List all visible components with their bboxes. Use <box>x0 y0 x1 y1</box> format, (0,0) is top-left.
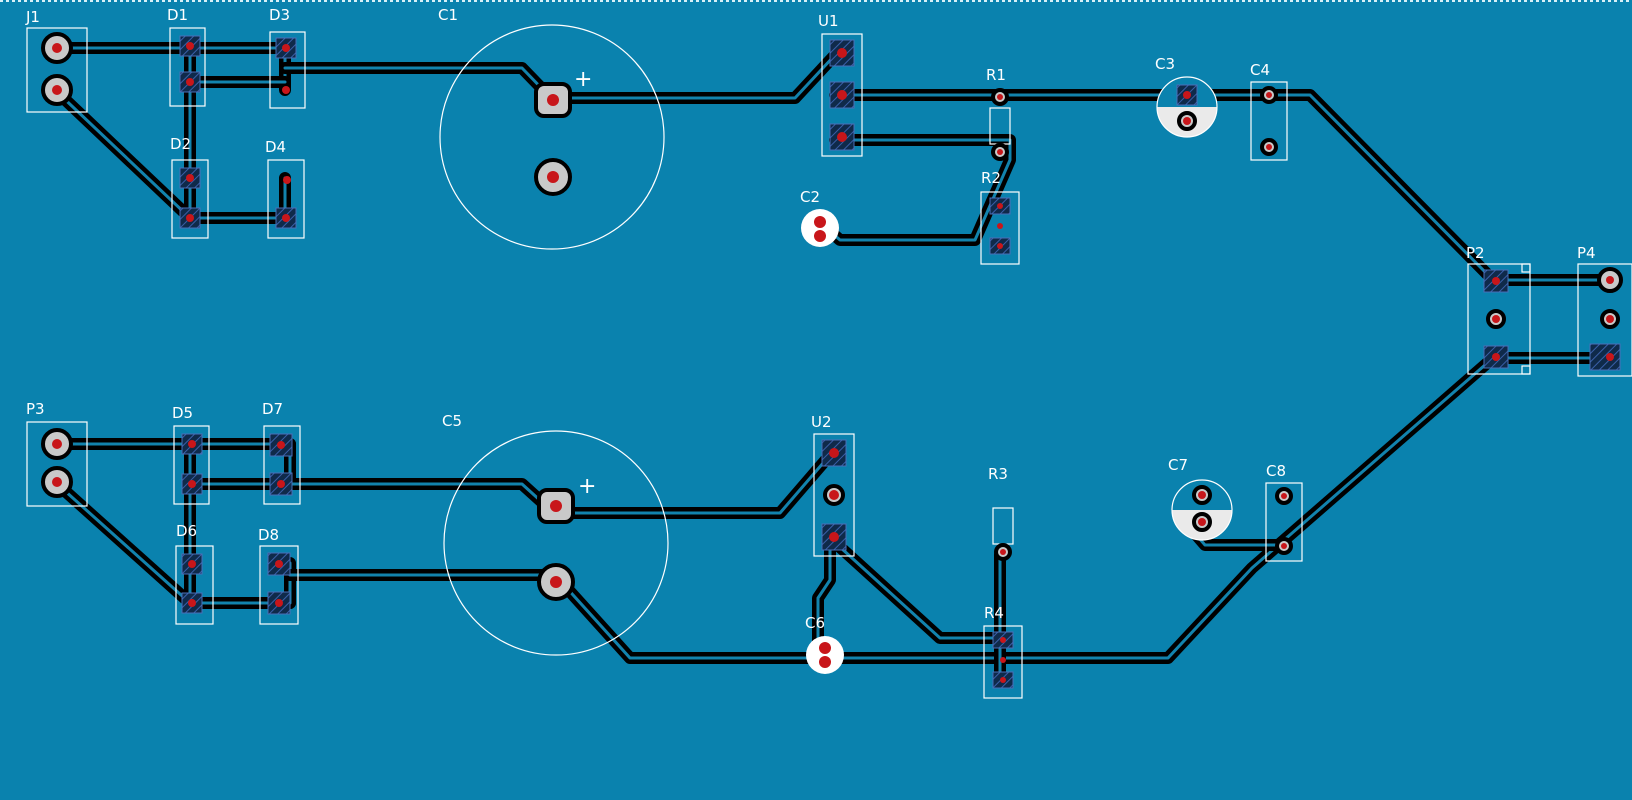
ref-label-c3: C3 <box>1155 55 1175 73</box>
component-j1[interactable]: J1 <box>25 8 88 113</box>
polarity-mark-c1: + <box>574 67 592 92</box>
polarity-mark-c5: + <box>578 474 596 499</box>
ref-label-d5: D5 <box>172 404 193 422</box>
ref-label-c1: C1 <box>438 6 458 24</box>
ref-label-u2: U2 <box>811 413 832 431</box>
component-c3[interactable]: C3 <box>1155 55 1218 138</box>
ref-label-c5: C5 <box>442 412 462 430</box>
ref-label-d3: D3 <box>269 6 290 24</box>
component-d2[interactable]: D2 <box>170 135 209 239</box>
component-r3[interactable]: R3 <box>988 465 1014 561</box>
ref-label-p3: P3 <box>26 400 45 418</box>
ref-label-d2: D2 <box>170 135 191 153</box>
component-u1[interactable]: U1 <box>818 12 863 157</box>
component-c5[interactable]: C5 + <box>442 412 669 656</box>
ref-label-c7: C7 <box>1168 456 1188 474</box>
component-d6[interactable]: D6 <box>175 522 214 625</box>
ref-label-p2: P2 <box>1466 244 1485 262</box>
ref-label-p4: P4 <box>1577 244 1596 262</box>
ref-label-r1: R1 <box>986 66 1006 84</box>
component-r1[interactable]: R1 <box>986 66 1011 161</box>
ref-label-r2: R2 <box>981 169 1001 187</box>
component-d3[interactable]: D3 <box>269 6 306 109</box>
component-p4[interactable]: P4 <box>1577 244 1632 377</box>
ref-label-r3: R3 <box>988 465 1008 483</box>
component-d8[interactable]: D8 <box>258 526 299 625</box>
ref-label-r4: R4 <box>984 604 1004 622</box>
component-c7[interactable]: C7 <box>1168 456 1233 541</box>
component-d1[interactable]: D1 <box>167 6 206 107</box>
ref-label-c2: C2 <box>800 188 820 206</box>
canvas-top-border <box>0 0 1632 2</box>
component-c1[interactable]: C1 + <box>438 6 665 250</box>
ref-label-d6: D6 <box>176 522 197 540</box>
ref-label-c4: C4 <box>1250 61 1270 79</box>
ref-label-u1: U1 <box>818 12 839 30</box>
component-c6[interactable]: C6 <box>805 614 844 674</box>
ref-label-d7: D7 <box>262 400 283 418</box>
component-p3[interactable]: P3 <box>26 400 88 507</box>
component-d7[interactable]: D7 <box>262 400 301 505</box>
ref-label-c6: C6 <box>805 614 825 632</box>
component-d5[interactable]: D5 <box>172 404 210 505</box>
component-c2[interactable]: C2 <box>800 188 839 247</box>
ref-label-d1: D1 <box>167 6 188 24</box>
component-c8[interactable]: C8 <box>1265 462 1303 562</box>
component-r4[interactable]: R4 <box>983 604 1023 699</box>
component-u2[interactable]: U2 <box>811 413 855 557</box>
component-c4[interactable]: C4 <box>1250 61 1288 161</box>
ref-label-d4: D4 <box>265 138 286 156</box>
ref-label-d8: D8 <box>258 526 279 544</box>
component-r2[interactable]: R2 <box>980 169 1020 265</box>
component-d4[interactable]: D4 <box>265 138 305 239</box>
component-p2[interactable]: P2 <box>1466 244 1531 375</box>
ref-label-c8: C8 <box>1266 462 1286 480</box>
ref-label-j1: J1 <box>25 8 40 26</box>
